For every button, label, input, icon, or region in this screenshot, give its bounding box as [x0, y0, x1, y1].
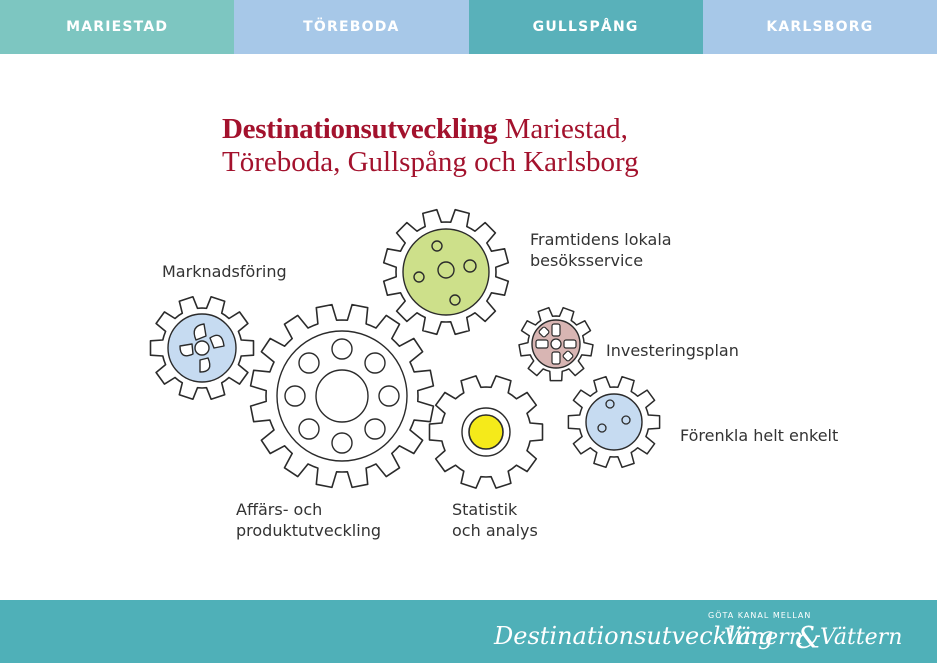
gear-statistik[interactable] — [428, 375, 544, 489]
gear-forenkla-disc — [585, 393, 643, 451]
gear-investeringsplan-spokes — [535, 323, 577, 365]
page-title-line2: Töreboda, Gullspång och Karlsborg — [222, 146, 639, 178]
tab-mariestad[interactable]: MARIESTAD — [0, 0, 235, 54]
label-marknadsforing: Marknadsföring — [162, 262, 287, 281]
footer-logo-vattern: Vättern — [820, 625, 902, 650]
gear-framtidens-holes — [413, 240, 477, 306]
footer-logo-amp: & — [795, 621, 822, 656]
gear-affars[interactable] — [249, 303, 435, 489]
page-title: Destinationsutveckling Mariestad, Törebo… — [222, 113, 822, 179]
gear-framtidens[interactable] — [382, 208, 510, 336]
tab-gullspang[interactable]: GULLSPÅNG — [468, 0, 703, 54]
label-statistik-line1: Statistik — [452, 500, 518, 519]
gear-marknadsforing-hub — [194, 340, 210, 356]
label-affars-line1: Affärs- och — [236, 500, 322, 519]
gear-investeringsplan[interactable] — [518, 306, 594, 382]
label-statistik-line2: och analys — [452, 521, 538, 540]
footer-logo[interactable]: Destinationsutveckling GÖTA KANAL MELLAN… — [490, 600, 910, 663]
gear-forenkla-holes — [597, 399, 631, 433]
gear-affars-holes — [284, 338, 400, 454]
label-framtidens-line1: Framtidens lokala — [530, 230, 672, 249]
gear-marknadsforing-vanes — [179, 323, 225, 373]
label-framtidens-line2: besöksservice — [530, 251, 643, 270]
label-forenkla: Förenkla helt enkelt — [680, 426, 838, 445]
top-navigation: MARIESTAD TÖREBODA GULLSPÅNG KARLSBORG — [0, 0, 937, 54]
gear-framtidens-disc — [402, 228, 490, 316]
tab-karlsborg[interactable]: KARLSBORG — [702, 0, 937, 54]
label-investeringsplan: Investeringsplan — [606, 341, 739, 360]
gear-investeringsplan-hub — [550, 338, 562, 350]
gear-affars-hub — [315, 369, 369, 423]
footer-logo-vanern: Vänern — [724, 625, 803, 650]
tab-toreboda[interactable]: TÖREBODA — [234, 0, 469, 54]
page-title-bold: Destinationsutveckling — [222, 113, 498, 145]
footer-bar: Destinationsutveckling GÖTA KANAL MELLAN… — [0, 600, 937, 663]
label-affars-line2: produktutveckling — [236, 521, 381, 540]
footer-logo-small: GÖTA KANAL MELLAN — [708, 610, 811, 620]
gear-diagram: Marknadsföring Affärs- och produktutveck… — [149, 208, 838, 540]
gear-marknadsforing[interactable] — [149, 296, 255, 400]
gear-forenkla[interactable] — [567, 375, 661, 469]
page-title-line1-rest: Mariestad, — [497, 113, 628, 145]
gear-statistik-disc — [468, 414, 504, 450]
footer-logo-script: Destinationsutveckling — [493, 622, 773, 650]
